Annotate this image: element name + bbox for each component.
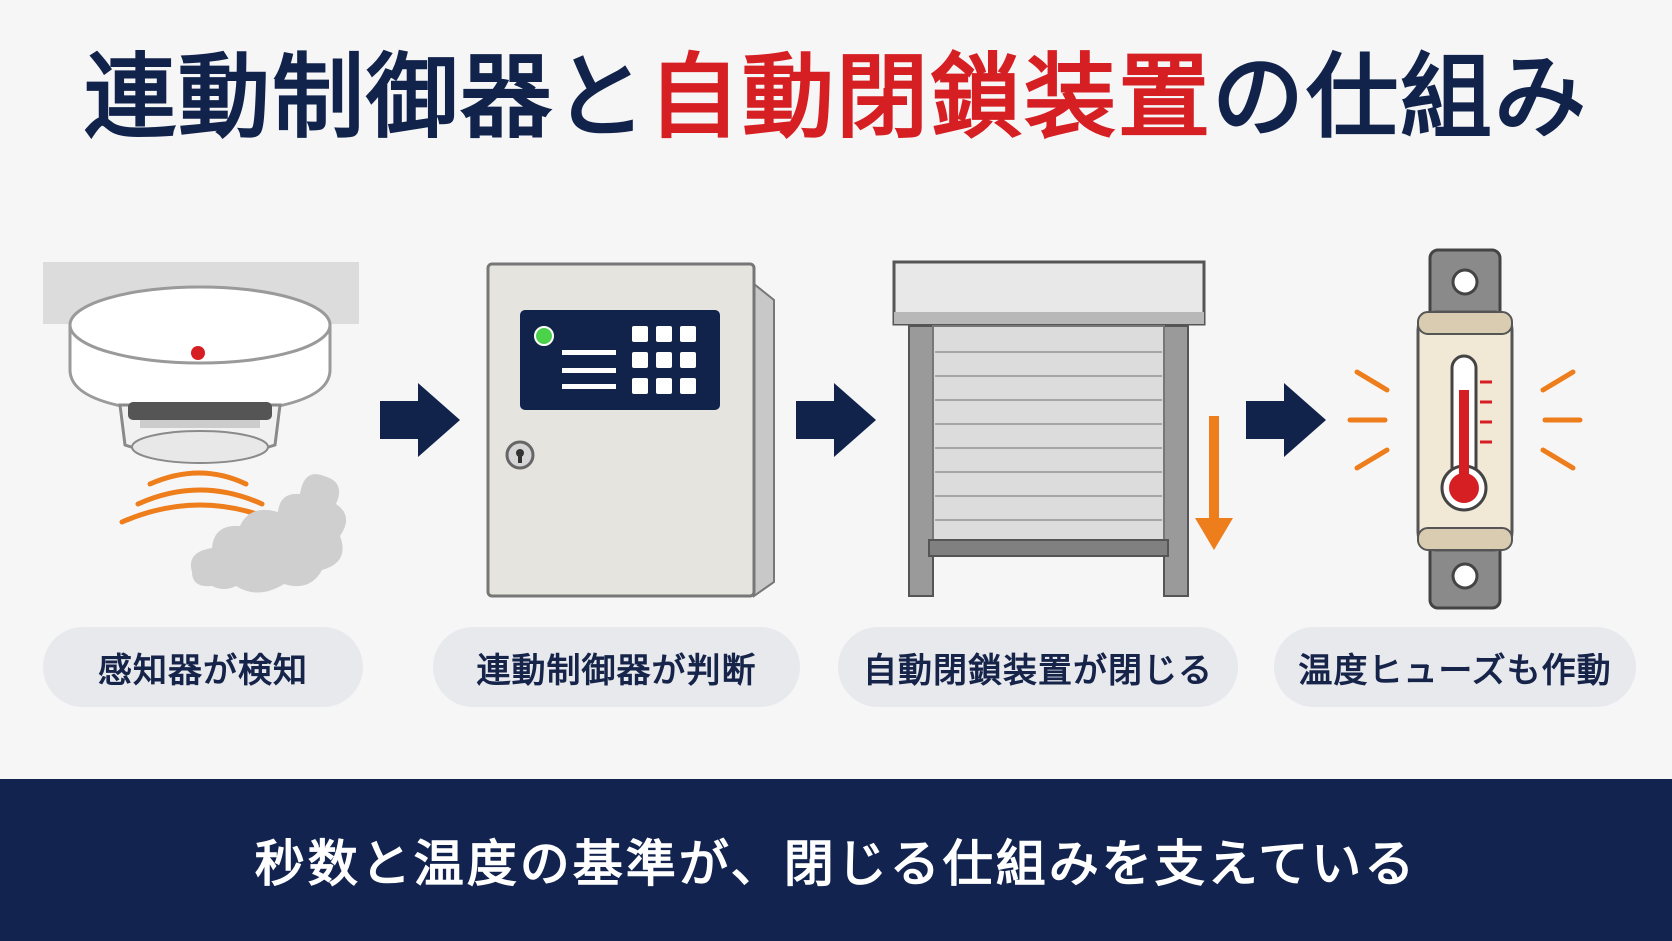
arrow-right-icon xyxy=(796,383,876,457)
step-label-closing-device: 自動閉鎖装置が閉じる xyxy=(838,627,1238,707)
arrow-right-icon xyxy=(1246,383,1326,457)
step-label-controller: 連動制御器が判断 xyxy=(433,627,800,707)
title-part-1: 連動制御器と xyxy=(83,44,648,151)
footer-banner: 秒数と温度の基準が、閉じる仕組みを支えている xyxy=(0,779,1672,941)
shutter-icon xyxy=(892,260,1206,597)
step-label-text: 自動閉鎖装置が閉じる xyxy=(863,650,1213,691)
arrow-right-icon xyxy=(380,383,460,457)
control-panel-icon xyxy=(486,262,775,598)
step-label-detector: 感知器が検知 xyxy=(43,627,363,707)
title-part-2-highlight: 自動閉鎖装置 xyxy=(647,44,1212,151)
step-label-text: 温度ヒューズも作動 xyxy=(1298,650,1612,691)
smoke-detector-icon xyxy=(43,262,359,593)
arrow-down-icon xyxy=(1195,416,1233,550)
page-title: 連動制御器と自動閉鎖装置の仕組み xyxy=(0,38,1672,158)
step-label-text: 連動制御器が判断 xyxy=(476,650,757,691)
title-part-3: の仕組み xyxy=(1212,44,1589,151)
step-label-thermal-fuse: 温度ヒューズも作動 xyxy=(1274,627,1636,707)
thermal-fuse-icon xyxy=(1347,248,1583,610)
step-label-text: 感知器が検知 xyxy=(98,650,308,691)
footer-text: 秒数と温度の基準が、閉じる仕組みを支えている xyxy=(254,835,1418,893)
